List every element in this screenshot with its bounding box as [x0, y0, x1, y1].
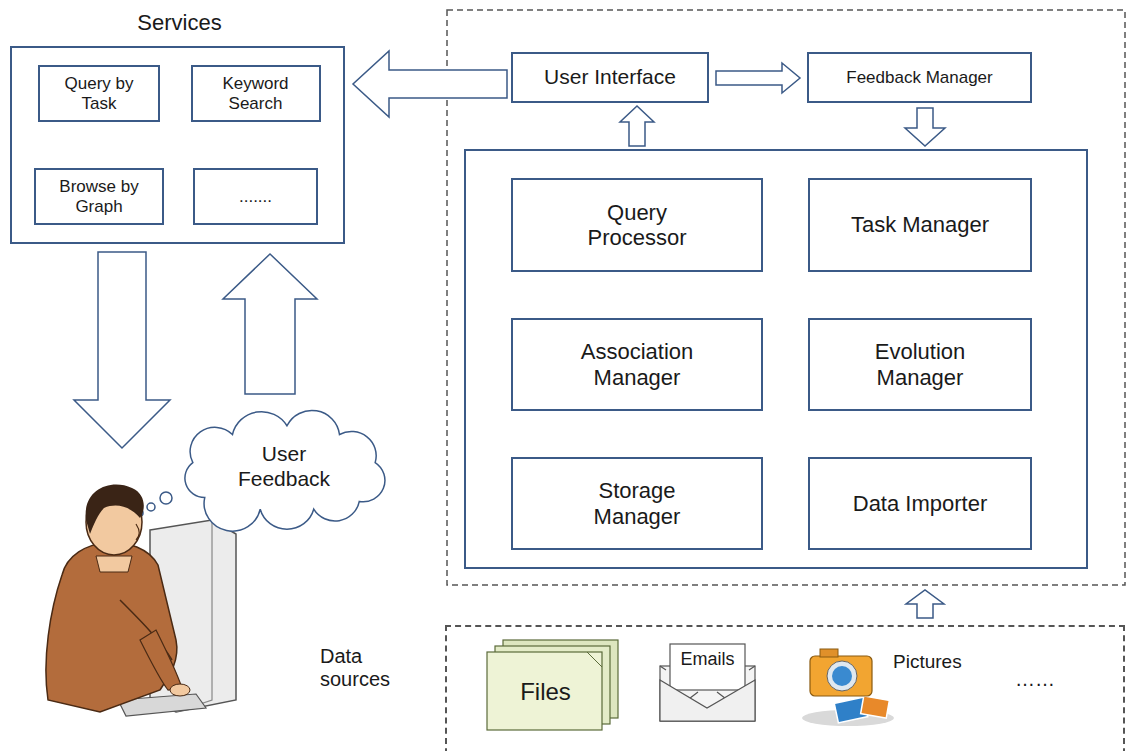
- node-label: Query Processor: [562, 200, 712, 251]
- process-box: Query Processor: [511, 178, 763, 272]
- envelope-front: [660, 680, 755, 721]
- hollow-arrow: [716, 63, 800, 93]
- hollow-arrow: [906, 590, 944, 618]
- files-icon: Files: [487, 640, 620, 732]
- node-label: User Interface: [544, 65, 676, 89]
- process-box: Task Manager: [808, 178, 1032, 272]
- process-box: Association Manager: [511, 318, 763, 411]
- process-box: Query by Task: [38, 65, 160, 122]
- process-box: Feedback Manager: [807, 52, 1032, 103]
- hollow-arrow: [620, 106, 654, 146]
- core-modules-box: [465, 150, 1087, 568]
- node-label: Files: [520, 678, 571, 706]
- node-label: Keyword Search: [201, 74, 311, 113]
- process-box: Evolution Manager: [808, 318, 1032, 411]
- user-illustration: [46, 485, 236, 716]
- node-label: Evolution Manager: [845, 339, 995, 390]
- page-fold: [587, 652, 602, 667]
- node-label: User Feedback: [229, 442, 339, 490]
- node-label: Data Importer: [853, 491, 988, 516]
- system-boundary: [447, 10, 1125, 585]
- process-box: Browse by Graph: [34, 168, 164, 225]
- hollow-arrow: [905, 108, 945, 146]
- cloud-outline: [185, 410, 385, 531]
- camera-icon: [802, 649, 894, 726]
- node-label: Association Manager: [562, 339, 712, 390]
- hollow-arrow: [74, 252, 170, 448]
- feedback-cloud: User Feedback: [175, 418, 393, 515]
- process-box: ServicesQuery by TaskKeyword SearchBrows…: [10, 46, 345, 244]
- source-label: ……: [1015, 668, 1055, 691]
- node-label: Query by Task: [49, 74, 149, 113]
- hollow-arrow: [353, 51, 507, 117]
- group-heading: Services: [12, 10, 347, 35]
- file-sheet: [487, 652, 602, 730]
- process-box: Storage Manager: [511, 457, 763, 550]
- letter-sheet: [670, 644, 745, 690]
- node-label: Emails: [680, 649, 734, 670]
- process-box: .......: [193, 168, 318, 225]
- source-label: Pictures: [893, 651, 962, 673]
- group-heading: Data sources: [320, 645, 415, 691]
- node-label: Storage Manager: [562, 478, 712, 529]
- email-icon: Emails: [660, 640, 755, 722]
- node-label: Browse by Graph: [44, 177, 154, 216]
- node-label: .......: [239, 187, 272, 207]
- node-label: Feedback Manager: [846, 68, 992, 88]
- process-box: Keyword Search: [191, 65, 321, 122]
- node-label: Task Manager: [851, 212, 989, 237]
- hollow-arrow: [223, 254, 317, 394]
- process-box: User Interface: [511, 52, 709, 103]
- envelope-fold: [660, 666, 755, 721]
- process-box: Data Importer: [808, 457, 1032, 550]
